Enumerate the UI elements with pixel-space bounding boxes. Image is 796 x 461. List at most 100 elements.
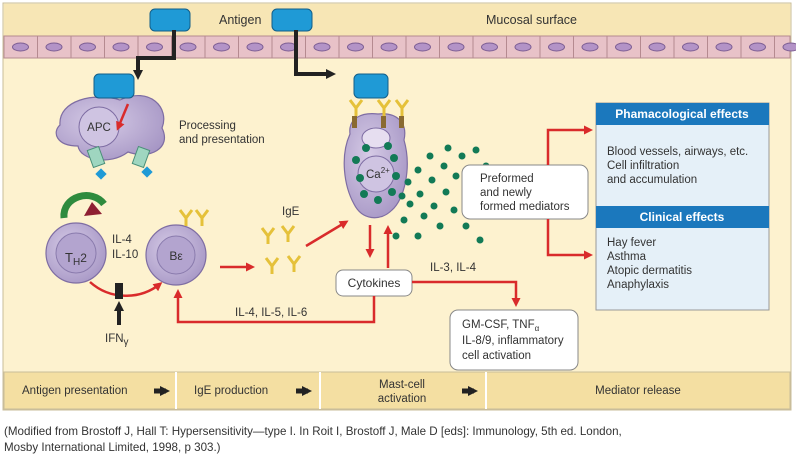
apc-label: APC bbox=[87, 122, 111, 134]
mast-granule bbox=[392, 172, 400, 180]
epithelial-cell-nucleus bbox=[782, 42, 796, 52]
epithelial-cell-nucleus bbox=[682, 42, 699, 52]
mucosal-epithelium bbox=[3, 35, 796, 59]
stage-mediator-release: Mediator release bbox=[595, 385, 681, 397]
mediators-to-pharm-arrow bbox=[546, 125, 593, 165]
epithelial-cell-nucleus bbox=[146, 42, 163, 52]
epithelial-cell-nucleus bbox=[347, 42, 364, 52]
released-granule bbox=[392, 232, 400, 240]
gmcsf-line-2: IL-8/9, inflammatory bbox=[462, 335, 564, 347]
mediators-line-2: and newly bbox=[480, 187, 532, 199]
gmcsf-line-1: GM-CSF, TNFα bbox=[462, 319, 540, 333]
epithelial-cell-nucleus bbox=[179, 42, 197, 52]
epithelial-cell-nucleus bbox=[112, 42, 130, 52]
mast-granule bbox=[388, 188, 396, 196]
stage-ige-production: IgE production bbox=[194, 385, 268, 397]
released-granule bbox=[442, 188, 450, 196]
antigen-uptake-arrow-apc bbox=[133, 30, 176, 80]
processing-label-1: Processing bbox=[179, 120, 236, 132]
processing-label-2: and presentation bbox=[179, 134, 265, 146]
figure-caption: (Modified from Brostoff J, Hall T: Hyper… bbox=[4, 424, 794, 456]
released-granule bbox=[400, 216, 408, 224]
released-granule bbox=[430, 202, 438, 210]
clinical-item-2: Asthma bbox=[607, 251, 647, 263]
epithelial-cell-nucleus bbox=[514, 42, 532, 52]
pharm-header: Phamacological effects bbox=[615, 107, 749, 121]
epithelial-cell-nucleus bbox=[615, 42, 632, 52]
epithelial-cell-nucleus bbox=[581, 42, 599, 52]
released-granule bbox=[440, 162, 448, 170]
epithelial-cell-nucleus bbox=[246, 42, 264, 52]
released-granule bbox=[476, 236, 484, 244]
epithelial-cell-nucleus bbox=[715, 42, 733, 52]
il4-label: IL-4 bbox=[112, 234, 132, 246]
released-granule bbox=[436, 222, 444, 230]
mast-granule bbox=[362, 144, 370, 152]
released-granule bbox=[414, 232, 422, 240]
apc-processing-arrow bbox=[116, 103, 130, 131]
mast-granule bbox=[384, 142, 392, 150]
ige-to-mast-arrow bbox=[305, 220, 349, 248]
caption-line-2: Mosby International Limited, 1998, p 303… bbox=[4, 441, 221, 454]
released-granules bbox=[392, 144, 490, 244]
stage-bar bbox=[3, 371, 791, 410]
epithelial-cell-nucleus bbox=[447, 42, 465, 52]
mediators-to-clinical-arrow bbox=[546, 219, 593, 260]
mucosal-surface-label: Mucosal surface bbox=[486, 13, 577, 27]
pharm-item-2: Cell infiltration bbox=[607, 160, 679, 172]
released-granule bbox=[426, 152, 434, 160]
th2-to-bcell-arrow bbox=[89, 281, 163, 297]
ige-antibodies bbox=[260, 225, 302, 274]
stage-mast-cell: Mast-cell bbox=[379, 379, 425, 391]
il10-label: IL-10 bbox=[112, 249, 138, 261]
pharm-item-1: Blood vessels, airways, etc. bbox=[607, 146, 748, 158]
epithelial-cell-nucleus bbox=[414, 42, 431, 52]
mast-granule bbox=[374, 196, 382, 204]
released-granule bbox=[398, 192, 406, 200]
released-granule bbox=[414, 166, 422, 174]
epithelial-cell-nucleus bbox=[548, 42, 565, 52]
released-granule bbox=[406, 200, 414, 208]
il34-label: IL-3, IL-4 bbox=[430, 262, 477, 274]
antigen-uptake-arrow-mast bbox=[294, 30, 336, 79]
epithelial-cell-nucleus bbox=[45, 42, 63, 52]
epithelial-cell-nucleus bbox=[481, 42, 498, 52]
th2-cell: TH2 bbox=[45, 192, 107, 284]
mediators-line-3: formed mediators bbox=[480, 201, 570, 213]
stage-antigen-presentation: Antigen presentation bbox=[22, 385, 128, 397]
antigen-top-2 bbox=[271, 8, 313, 32]
released-granule bbox=[444, 144, 452, 152]
b-cell-label: Bε bbox=[169, 249, 183, 263]
stage-activation: activation bbox=[378, 393, 427, 405]
b-cell: Bε bbox=[145, 209, 210, 286]
mediators-line-1: Preformed bbox=[480, 173, 534, 185]
mast-cell: Ca2+ bbox=[343, 73, 410, 219]
clinical-header: Clinical effects bbox=[640, 210, 725, 224]
clinical-item-3: Atopic dermatitis bbox=[607, 265, 692, 277]
epithelial-cell-nucleus bbox=[380, 42, 398, 52]
pharm-item-3: and accumulation bbox=[607, 174, 697, 186]
gmcsf-box bbox=[449, 309, 579, 371]
cytokines-label: Cytokines bbox=[348, 276, 401, 290]
th2-label: TH2 bbox=[65, 250, 87, 268]
mast-granule bbox=[390, 154, 398, 162]
pharm-header-bar bbox=[596, 103, 769, 125]
epithelial-cell-nucleus bbox=[213, 42, 230, 52]
clinical-item-4: Anaphylaxis bbox=[607, 279, 669, 291]
released-granule bbox=[404, 178, 412, 186]
clinical-item-1: Hay fever bbox=[607, 237, 656, 249]
released-granule bbox=[472, 146, 480, 154]
released-granule bbox=[458, 152, 466, 160]
epithelial-cell-nucleus bbox=[313, 42, 331, 52]
released-granule bbox=[420, 212, 428, 220]
epithelial-cell-nucleus bbox=[12, 42, 29, 52]
top-bar bbox=[4, 4, 790, 36]
caption-line-1: (Modified from Brostoff J, Hall T: Hyper… bbox=[4, 425, 622, 438]
mast-cell-granules bbox=[352, 142, 400, 204]
epithelial-cell-nucleus bbox=[749, 42, 766, 52]
released-granule bbox=[450, 206, 458, 214]
epithelial-cell-nucleus bbox=[648, 42, 666, 52]
gmcsf-line-3: cell activation bbox=[462, 350, 531, 362]
antigen-top-1 bbox=[149, 8, 191, 32]
